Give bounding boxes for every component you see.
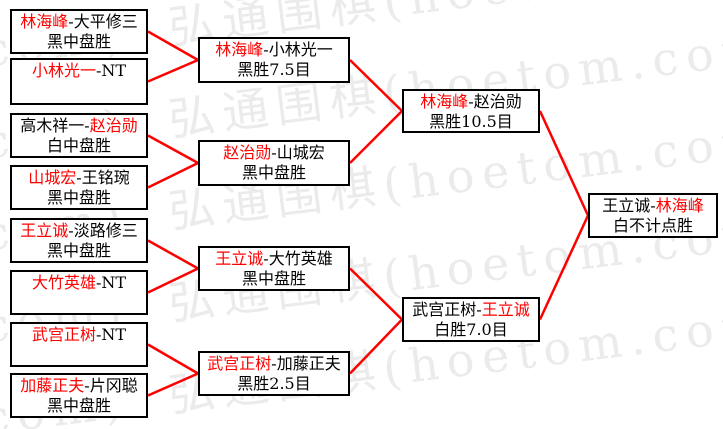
connector-line <box>147 134 199 165</box>
match-result: 黑胜10.5目 <box>429 112 513 131</box>
advancing-player: 林海峰 <box>420 92 469 111</box>
connector-line <box>147 343 199 375</box>
match-players: 林海峰-赵治勋 <box>420 92 522 111</box>
connector-line <box>538 214 590 321</box>
match-players: 山城宏-王铭琬 <box>28 168 130 187</box>
match-box-round1-8: 加藤正夫-片冈聪 黑中盘胜 <box>10 373 148 418</box>
match-box-round2-2: 赵治勋-山城宏 黑中盘胜 <box>198 140 350 186</box>
match-players: 小林光一-NT <box>31 61 127 80</box>
connector-line <box>349 110 403 164</box>
match-box-round1-5: 王立诚-淡路修三 黑中盘胜 <box>10 218 148 263</box>
match-box-round3-1: 林海峰-赵治勋 黑胜10.5目 <box>402 89 540 133</box>
match-players: 武宫正树-NT <box>31 325 127 344</box>
connector-line <box>349 267 403 321</box>
match-box-round2-3: 王立诚-大竹英雄 黑中盘胜 <box>198 246 350 291</box>
match-result: 黑中盘胜 <box>241 163 306 182</box>
connector-line <box>349 318 403 375</box>
advancing-player: 小林光一 <box>31 61 96 80</box>
match-box-round1-2: 小林光一-NT <box>10 58 148 105</box>
advancing-player: 赵治勋 <box>223 143 272 162</box>
match-result: 白中盘胜 <box>46 136 111 155</box>
match-players: 林海峰-小林光一 <box>215 40 333 59</box>
match-result: 黑中盘胜 <box>46 396 111 415</box>
match-box-round1-7: 武宫正树-NT <box>10 322 148 367</box>
match-players: 加藤正夫-片冈聪 <box>20 376 138 395</box>
match-result: 黑中盘胜 <box>46 32 111 51</box>
match-box-round1-4: 山城宏-王铭琬 黑中盘胜 <box>10 165 148 210</box>
connector-line <box>147 30 199 62</box>
match-box-round2-1: 林海峰-小林光一 黑胜7.5目 <box>198 37 350 83</box>
advancing-player: 山城宏 <box>28 168 77 187</box>
connector-line <box>147 372 199 397</box>
match-players: 武宫正树-加藤正夫 <box>207 354 341 373</box>
connector-line <box>147 267 199 294</box>
connector-line <box>538 110 590 217</box>
connector-line <box>147 239 199 270</box>
match-players: 大竹英雄-NT <box>31 273 127 292</box>
match-players: 高木祥一-赵治勋 <box>20 116 138 135</box>
advancing-player: 林海峰 <box>20 12 69 31</box>
match-players: 赵治勋-山城宏 <box>223 143 325 162</box>
advancing-player: 武宫正树 <box>31 325 96 344</box>
match-box-round1-3: 高木祥一-赵治勋 白中盘胜 <box>10 113 148 158</box>
advancing-player: 王立诚 <box>20 221 69 240</box>
match-players: 王立诚-大竹英雄 <box>215 249 333 268</box>
match-box-round1-6: 大竹英雄-NT <box>10 270 148 315</box>
advancing-player: 林海峰 <box>215 40 264 59</box>
advancing-player: 王立诚 <box>215 249 264 268</box>
match-players: 王立诚-林海峰 <box>602 196 704 215</box>
match-result: 白胜7.0目 <box>434 320 508 339</box>
advancing-player: 王立诚 <box>481 300 530 319</box>
match-result: 黑胜7.5目 <box>237 60 311 79</box>
match-result: 黑中盘胜 <box>46 188 111 207</box>
match-result: 白不计点胜 <box>612 216 693 235</box>
match-result: 黑中盘胜 <box>46 241 111 260</box>
match-result: 黑胜2.5目 <box>237 374 311 393</box>
match-box-round3-2: 武宫正树-王立诚 白胜7.0目 <box>402 297 540 342</box>
match-players: 武宫正树-王立诚 <box>412 300 530 319</box>
match-box-final: 王立诚-林海峰 白不计点胜 <box>588 193 718 238</box>
match-players: 林海峰-大平修三 <box>20 12 138 31</box>
match-result: 黑中盘胜 <box>241 269 306 288</box>
match-box-round1-1: 林海峰-大平修三 黑中盘胜 <box>10 9 148 54</box>
advancing-player: 林海峰 <box>655 196 704 215</box>
advancing-player: 赵治勋 <box>89 116 138 135</box>
advancing-player: 大竹英雄 <box>31 273 96 292</box>
match-box-round2-4: 武宫正树-加藤正夫 黑胜2.5目 <box>198 351 350 396</box>
connector-line <box>147 161 199 189</box>
connector-line <box>147 58 199 83</box>
advancing-player: 武宫正树 <box>207 354 272 373</box>
connector-line <box>349 59 403 112</box>
match-players: 王立诚-淡路修三 <box>20 221 138 240</box>
advancing-player: 加藤正夫 <box>20 376 85 395</box>
